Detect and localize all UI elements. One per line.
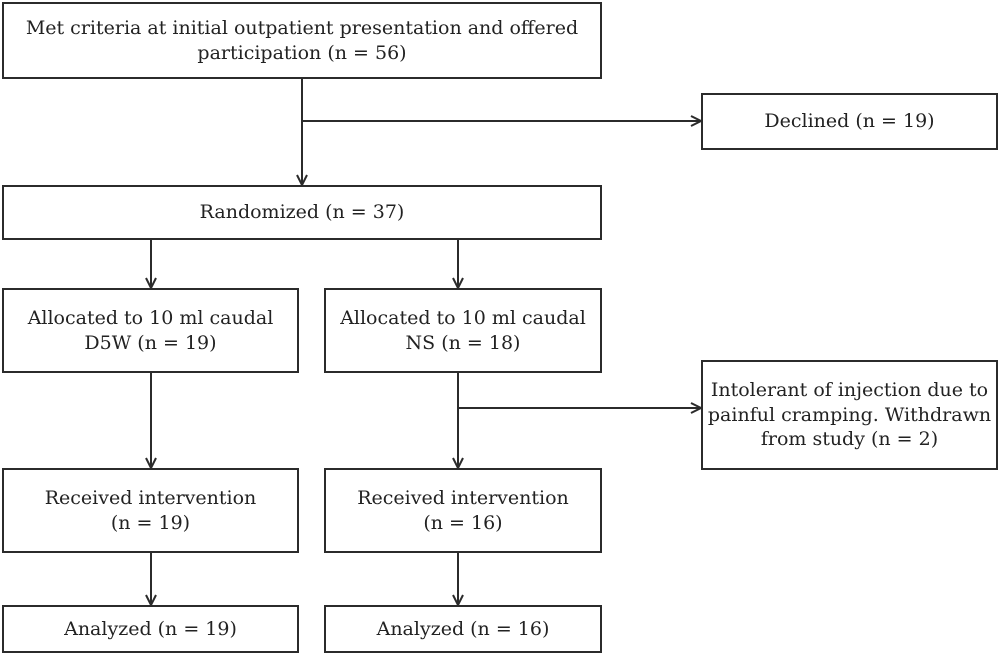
randomized-label: Randomized (n = 37)	[199, 201, 405, 224]
withdrawn-box: Intolerant of injection due to painful c…	[701, 360, 998, 470]
received-d5w-box: Received intervention (n = 19)	[2, 468, 299, 553]
received-ns-box: Received intervention (n = 16)	[324, 468, 602, 553]
screening-line-1: Met criteria at initial outpatient prese…	[25, 16, 579, 39]
allocation-d5w-box: Allocated to 10 ml caudal D5W (n = 19)	[2, 288, 299, 373]
withdrawn-line-1: Intolerant of injection due to	[710, 378, 989, 401]
randomized-box: Randomized (n = 37)	[2, 185, 602, 240]
allocation-ns-line-1: Allocated to 10 ml caudal	[340, 306, 586, 329]
received-d5w-line-2: (n = 19)	[110, 511, 191, 534]
analyzed-d5w-box: Analyzed (n = 19)	[2, 605, 299, 653]
analyzed-ns-box: Analyzed (n = 16)	[324, 605, 602, 653]
allocation-d5w-line-2: D5W (n = 19)	[84, 331, 217, 354]
received-d5w-line-1: Received intervention	[44, 486, 257, 509]
screening-line-2: participation (n = 56)	[197, 41, 407, 64]
analyzed-d5w-label: Analyzed (n = 19)	[64, 617, 237, 640]
allocation-ns-line-2: NS (n = 18)	[405, 331, 521, 354]
allocation-d5w-line-1: Allocated to 10 ml caudal	[27, 306, 274, 329]
allocation-ns-box: Allocated to 10 ml caudal NS (n = 18)	[324, 288, 602, 373]
withdrawn-line-3: from study (n = 2)	[760, 428, 939, 451]
declined-box: Declined (n = 19)	[701, 93, 998, 150]
received-ns-line-2: (n = 16)	[423, 511, 503, 534]
screening-box: Met criteria at initial outpatient prese…	[2, 2, 602, 79]
analyzed-ns-label: Analyzed (n = 16)	[376, 617, 550, 640]
received-ns-line-1: Received intervention	[357, 486, 569, 509]
declined-label: Declined (n = 19)	[764, 110, 935, 133]
withdrawn-line-2: painful cramping. Withdrawn	[707, 403, 992, 426]
